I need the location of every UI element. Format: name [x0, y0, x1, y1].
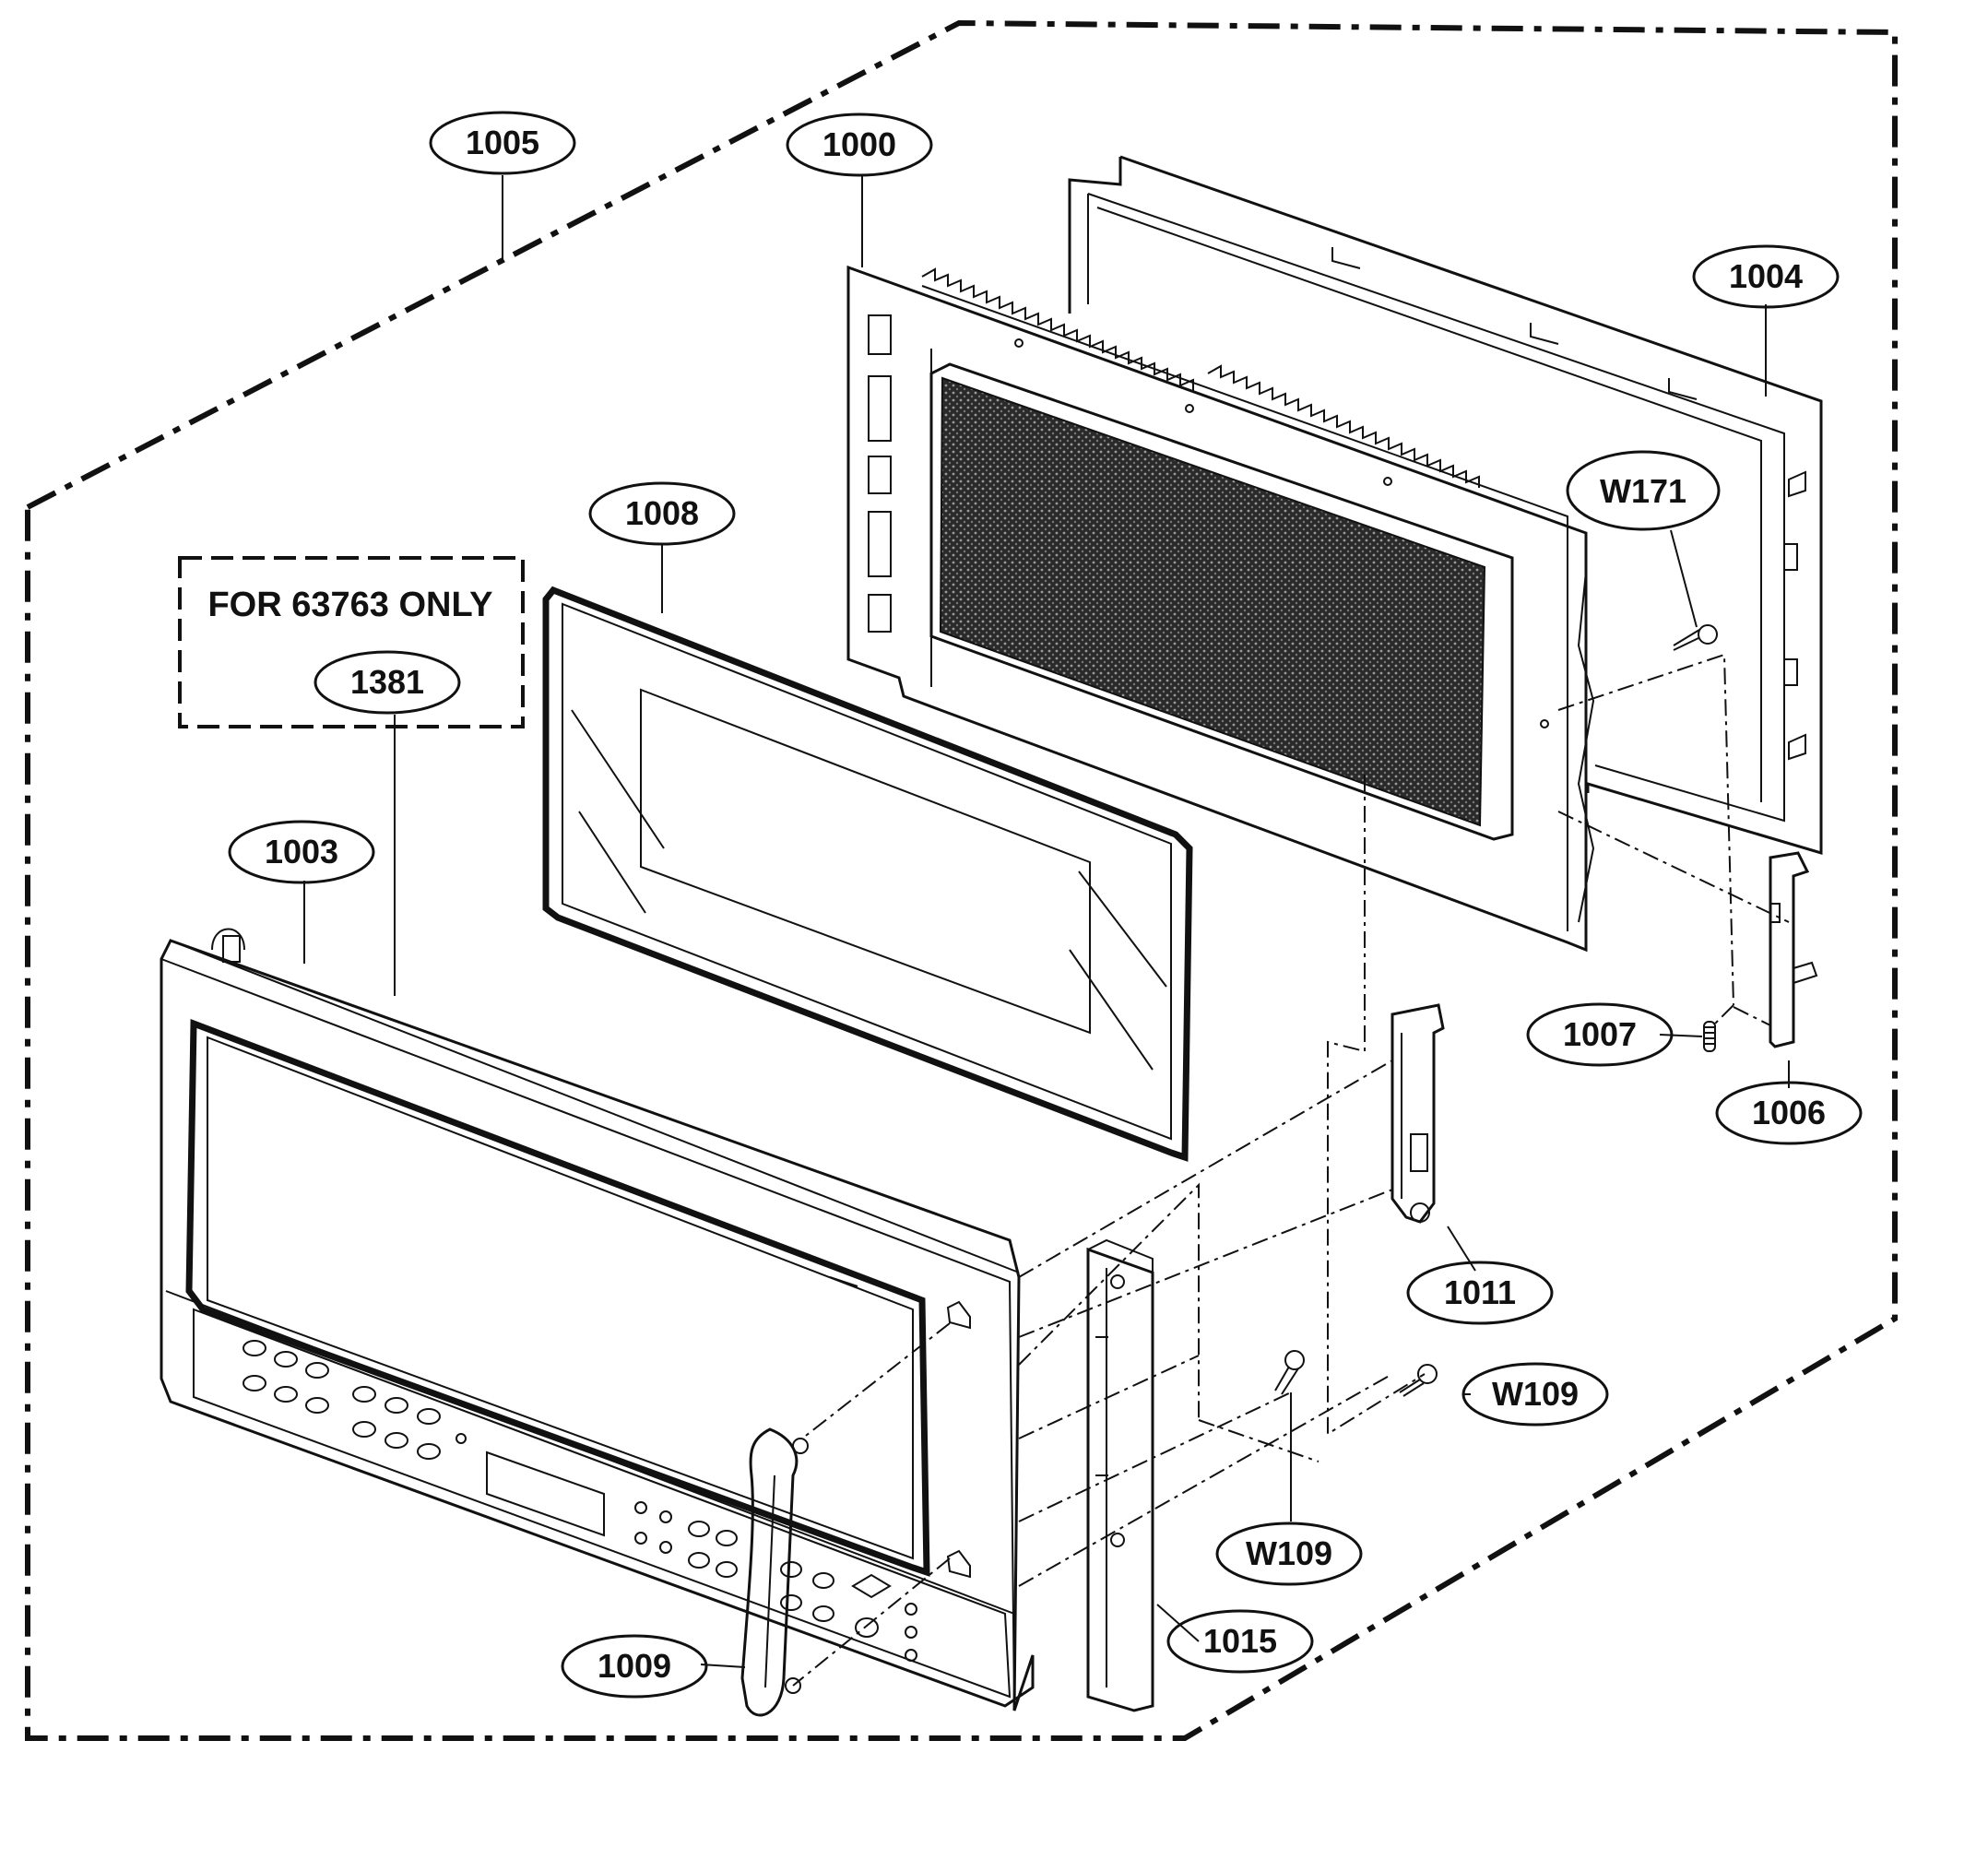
- door-frame-1004: [1068, 155, 1823, 856]
- part-number-1000: 1000: [822, 125, 896, 163]
- part-number-1005: 1005: [466, 124, 539, 161]
- screw-w109-center: [1274, 1350, 1305, 1395]
- part-number-1015: 1015: [1203, 1622, 1277, 1660]
- part-label-1008: 1008: [588, 481, 736, 546]
- spring-1007: [1703, 1021, 1716, 1052]
- part-number-w109-center: W109: [1246, 1534, 1332, 1572]
- part-number-1011: 1011: [1444, 1273, 1516, 1311]
- screw-w109-right: [1399, 1364, 1438, 1397]
- part-number-w171: W171: [1600, 472, 1686, 510]
- part-label-1011: 1011: [1406, 1261, 1554, 1325]
- part-label-1000: 1000: [786, 112, 933, 177]
- assembly-guide-lines: [792, 653, 1790, 1687]
- door-glass-1008: [542, 586, 1193, 1162]
- part-label-1381: 1381: [314, 650, 461, 715]
- part-label-1006: 1006: [1715, 1081, 1863, 1145]
- part-number-1004: 1004: [1729, 257, 1803, 295]
- part-number-1381: 1381: [350, 663, 424, 701]
- hinge-1006: [1769, 851, 1818, 1048]
- door-handle-1009: [740, 1427, 809, 1717]
- front-door-frame-1003: [160, 928, 1035, 1711]
- part-label-w109-center: W109: [1215, 1522, 1363, 1586]
- side-trim-1015: [1086, 1238, 1154, 1712]
- part-number-1009: 1009: [598, 1647, 671, 1685]
- part-label-1009: 1009: [561, 1634, 708, 1699]
- part-number-1003: 1003: [265, 833, 338, 870]
- screw-w171: [1673, 624, 1718, 651]
- part-label-1004: 1004: [1692, 244, 1840, 309]
- note-text: FOR 63763 ONLY: [207, 586, 492, 624]
- part-number-1008: 1008: [625, 494, 699, 532]
- assembly-boundary: [25, 19, 1898, 1741]
- inner-door-panel-1000: [846, 265, 1595, 953]
- part-label-w109-right: W109: [1461, 1362, 1609, 1427]
- part-label-1003: 1003: [228, 820, 375, 884]
- part-label-w171: W171: [1566, 450, 1721, 531]
- model-note: FOR 63763 ONLY: [178, 556, 525, 728]
- part-label-1007: 1007: [1526, 1002, 1674, 1067]
- part-label-1015: 1015: [1166, 1609, 1314, 1674]
- part-label-1005: 1005: [429, 111, 576, 175]
- part-number-w109-right: W109: [1492, 1375, 1579, 1413]
- part-number-1007: 1007: [1563, 1015, 1637, 1053]
- part-number-1006: 1006: [1752, 1094, 1826, 1131]
- latch-1011: [1390, 1003, 1445, 1224]
- note-box: [178, 556, 525, 728]
